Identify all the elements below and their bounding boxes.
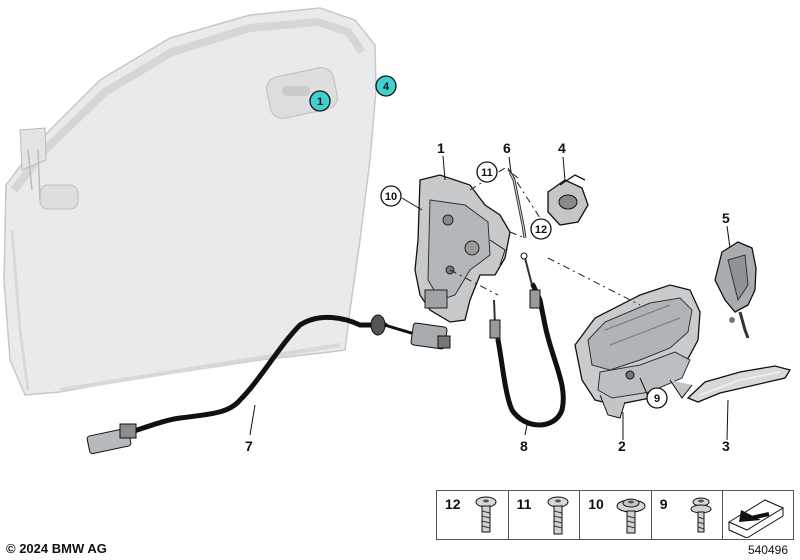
callout-10[interactable]: 10 — [380, 185, 402, 207]
circled-labels: 10 11 12 9 — [380, 161, 668, 409]
flange-screw-icon — [616, 498, 646, 534]
bowden-cable-8[interactable] — [489, 252, 566, 428]
part-label-1: 1 — [437, 140, 445, 156]
legend-number: 12 — [445, 496, 461, 512]
torx-screw-icon — [547, 496, 569, 535]
svg-text:4: 4 — [383, 81, 390, 93]
direction-arrow-icon — [728, 499, 785, 538]
svg-text:1: 1 — [317, 96, 323, 108]
legend-number: 10 — [588, 496, 604, 512]
part-label-6: 6 — [503, 140, 511, 156]
legend-cell-9[interactable]: 9 — [652, 491, 724, 539]
door-panel — [3, 7, 377, 396]
reference-lines — [449, 167, 641, 306]
callout-11[interactable]: 11 — [476, 161, 498, 183]
svg-text:11: 11 — [481, 167, 493, 179]
callout-9[interactable]: 9 — [646, 387, 668, 409]
legend-cell-direction[interactable] — [723, 491, 793, 539]
leader-lines — [249, 155, 731, 441]
door-lock-1[interactable] — [414, 174, 511, 323]
diagram-number: 540496 — [747, 543, 788, 557]
legend-number: 11 — [516, 496, 532, 512]
part-labels: 1 6 4 5 7 8 2 3 — [245, 140, 730, 454]
part-label-2: 2 — [618, 438, 626, 454]
svg-text:9: 9 — [654, 393, 660, 405]
marker-4[interactable]: 4 — [375, 75, 397, 97]
legend-number: 9 — [659, 496, 668, 512]
cable-assembly-7[interactable] — [86, 314, 451, 455]
teal-markers: 1 4 — [309, 75, 397, 112]
torx-screw-small-icon — [475, 496, 497, 533]
part-label-3: 3 — [722, 438, 730, 454]
legend-cell-10[interactable]: 10 — [580, 491, 652, 539]
part-label-5: 5 — [722, 210, 730, 226]
striker-4[interactable] — [547, 174, 589, 226]
lock-cover-5[interactable] — [714, 241, 757, 339]
svg-text:10: 10 — [385, 191, 397, 203]
door-handle-3[interactable] — [686, 365, 792, 403]
actuating-rod-6[interactable] — [508, 171, 527, 239]
handle-carrier-2[interactable] — [574, 284, 701, 419]
legend-cell-12[interactable]: 12 — [437, 491, 509, 539]
copyright-notice: © 2024 BMW AG — [6, 541, 107, 556]
part-label-8: 8 — [520, 438, 528, 454]
legend-cell-11[interactable]: 11 — [509, 491, 581, 539]
callout-12[interactable]: 12 — [530, 218, 552, 240]
collar-screw-icon — [690, 497, 712, 533]
marker-1[interactable]: 1 — [309, 90, 331, 112]
svg-text:12: 12 — [535, 224, 547, 236]
part-label-4: 4 — [558, 140, 566, 156]
fastener-legend: 12 11 10 9 — [436, 490, 794, 540]
part-label-7: 7 — [245, 438, 253, 454]
